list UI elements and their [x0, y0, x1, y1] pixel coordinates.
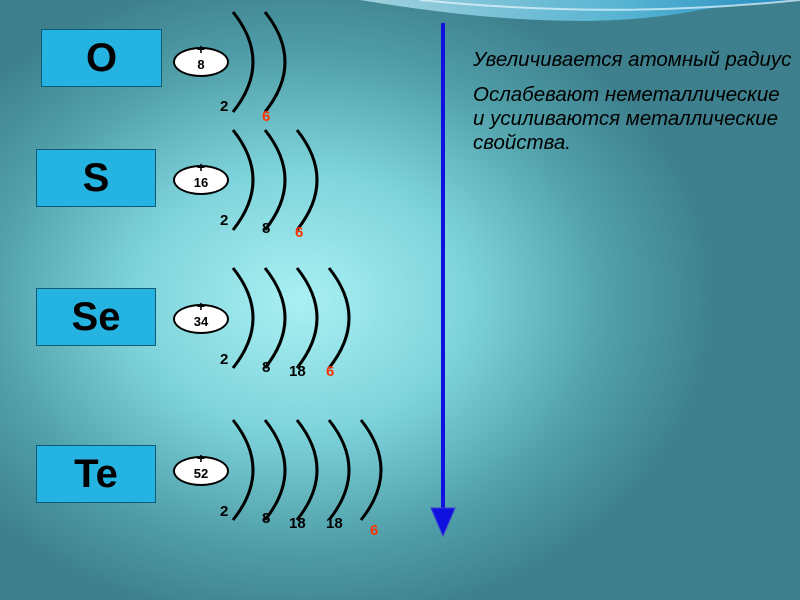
shell-count: 2: [220, 503, 229, 520]
electron-shell-arc: [231, 129, 255, 231]
outer-shell-count: 6: [326, 363, 335, 380]
shell-count: 18: [289, 515, 306, 532]
electron-shell-arc: [359, 419, 383, 521]
shell-count: 8: [262, 359, 271, 376]
shell-count: 2: [220, 212, 229, 229]
shell-count: 18: [289, 363, 306, 380]
arrow-head-icon: [430, 507, 456, 538]
electron-shell-arc: [327, 267, 351, 369]
outer-shell-count: 6: [262, 108, 271, 125]
nucleus-s: + 16: [173, 160, 229, 195]
electron-shell-arc: [263, 129, 287, 231]
nucleus-te: + 52: [173, 451, 229, 486]
nucleus-charge: 34: [193, 314, 209, 329]
outer-shell-count: 6: [295, 224, 304, 241]
electron-shell-arc: [231, 267, 255, 369]
shell-count: 8: [262, 510, 271, 527]
electron-shell-arc: [231, 419, 255, 521]
nucleus-o: + 8: [173, 42, 229, 77]
element-box-s: S: [36, 149, 156, 207]
nucleus-sign: +: [196, 159, 206, 175]
electron-shell-arc: [295, 267, 319, 369]
nucleus-charge: 8: [197, 57, 205, 72]
nucleus-charge: 16: [193, 175, 209, 190]
nucleus-sign: +: [196, 41, 206, 57]
electron-shell-arc: [263, 419, 287, 521]
nucleus-charge: 52: [193, 466, 209, 481]
outer-shell-count: 6: [370, 522, 379, 539]
element-box-o: O: [41, 29, 162, 87]
electron-shell-arc: [295, 419, 319, 521]
electron-shell-arc: [231, 11, 255, 113]
shell-count: 18: [326, 515, 343, 532]
nucleus-se: + 34: [173, 299, 229, 334]
radius-statement: Увеличивается атомный радиус: [473, 48, 792, 71]
shell-count: 2: [220, 351, 229, 368]
element-box-se: Se: [36, 288, 156, 346]
properties-statement: Ослабевают неметаллические и усиливаются…: [473, 83, 780, 154]
electron-shell-arc: [295, 129, 319, 231]
nucleus-sign: +: [196, 450, 206, 466]
electron-shell-arc: [327, 419, 351, 521]
trend-arrow: [430, 23, 456, 538]
text-panel: Увеличивается атомный радиус Ослабевают …: [473, 48, 793, 166]
electron-shell-arc: [263, 11, 287, 113]
shell-count: 8: [262, 220, 271, 237]
nucleus-sign: +: [196, 298, 206, 314]
element-box-te: Te: [36, 445, 156, 503]
electron-shell-arc: [263, 267, 287, 369]
shell-count: 2: [220, 98, 229, 115]
